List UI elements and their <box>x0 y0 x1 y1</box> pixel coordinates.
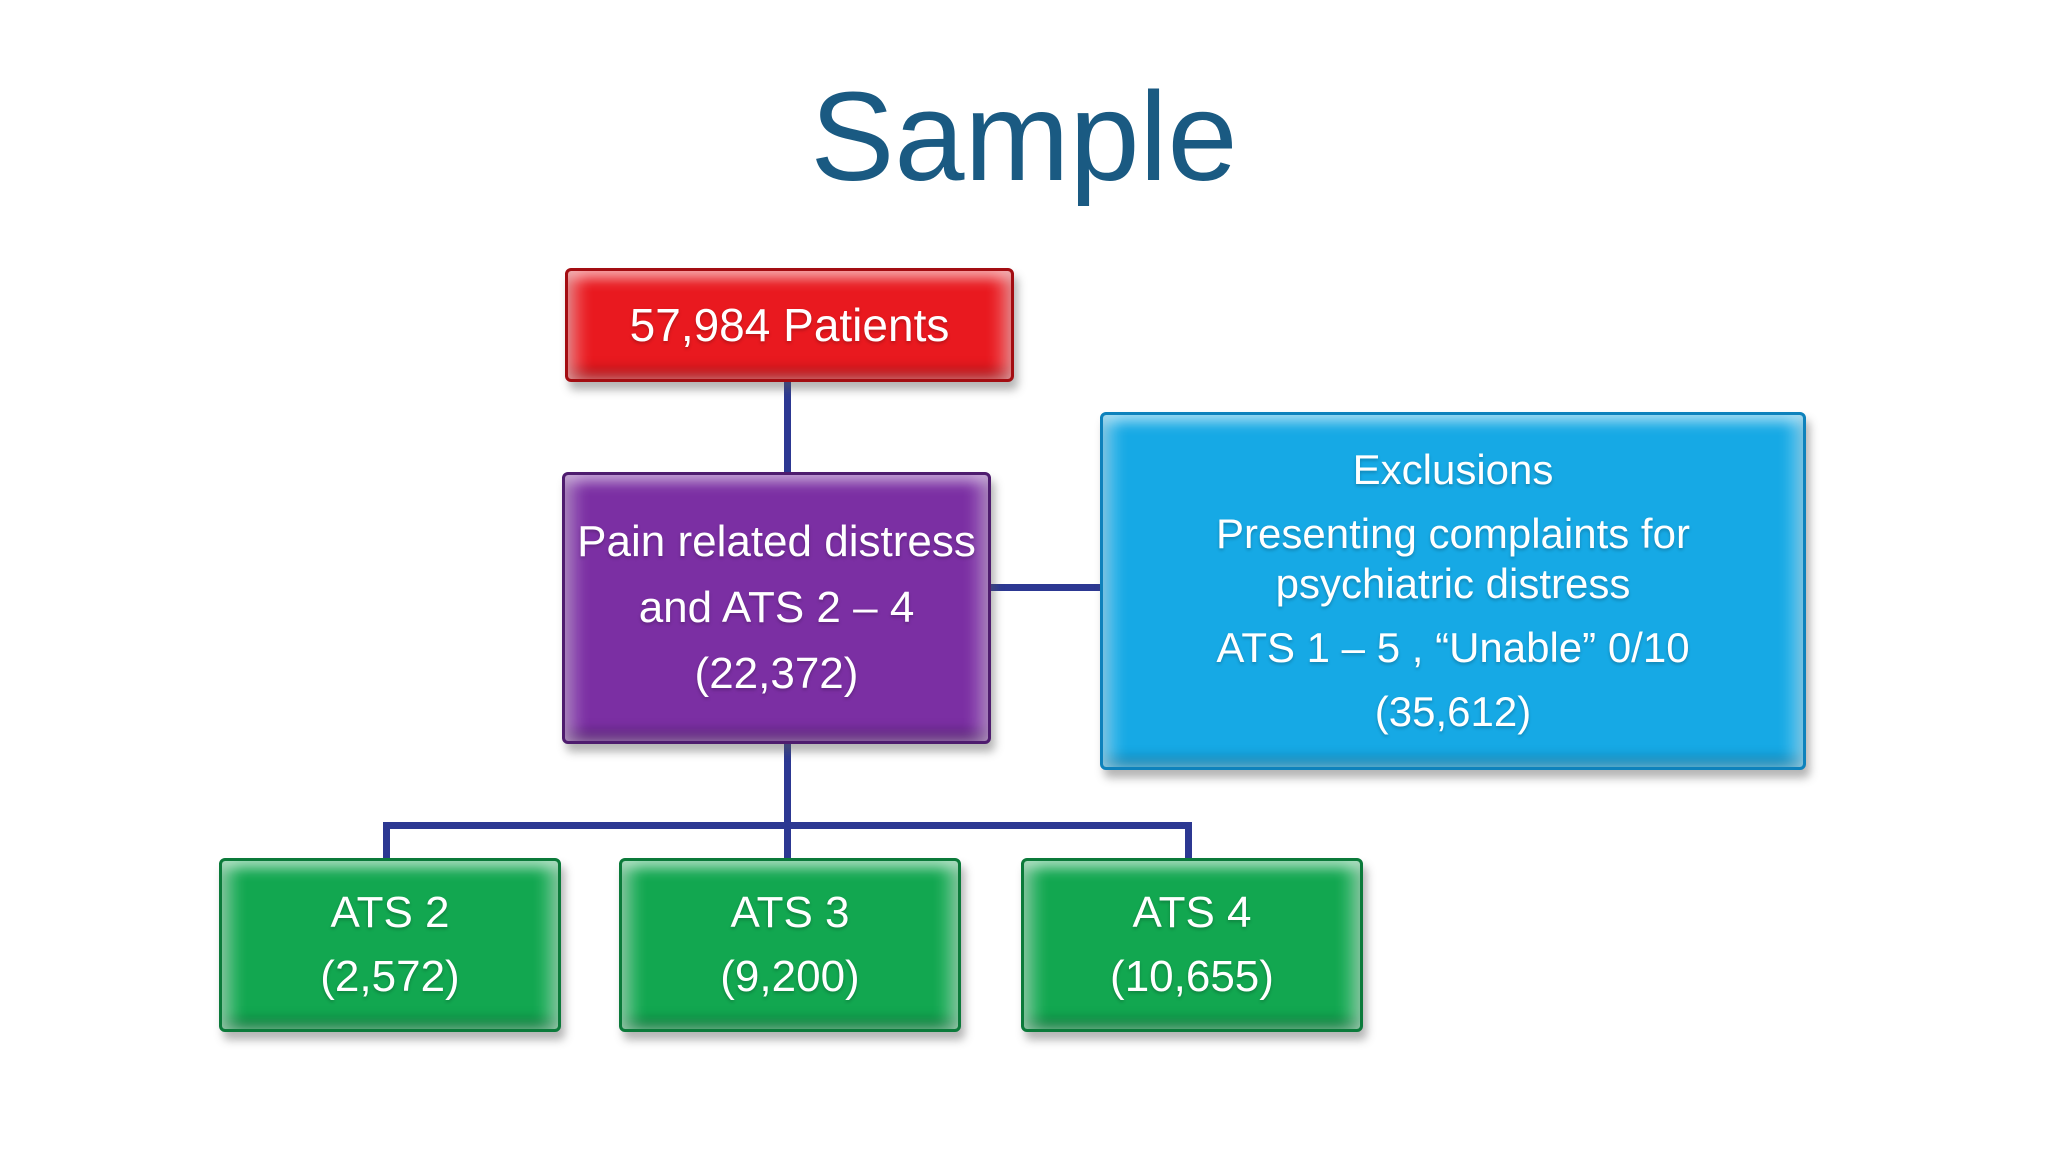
connector-bus-to-ats4 <box>1185 822 1192 862</box>
node-label-line: ATS 4 <box>1132 888 1252 937</box>
node-ats3: ATS 3 (9,200) <box>619 858 961 1032</box>
node-label-line: (22,372) <box>694 649 859 698</box>
connector-patients-to-pain <box>784 374 791 474</box>
node-label-line: Pain related distress <box>577 517 976 566</box>
node-label-line: and ATS 2 – 4 <box>638 583 915 632</box>
node-ats4: ATS 4 (10,655) <box>1021 858 1363 1032</box>
connector-bus-to-ats2 <box>383 822 390 862</box>
connector-pain-to-bus <box>784 736 791 862</box>
node-label-line: ATS 3 <box>730 888 850 937</box>
node-label-line: (2,572) <box>320 952 460 1001</box>
node-label-line: Exclusions <box>1352 446 1554 493</box>
node-patients: 57,984 Patients <box>565 268 1014 382</box>
node-pain-distress: Pain related distress and ATS 2 – 4 (22,… <box>562 472 991 744</box>
slide-title: Sample <box>810 65 1238 207</box>
node-label-line: ATS 1 – 5 , “Unable” 0/10 <box>1216 624 1690 671</box>
connector-pain-to-exclusions <box>984 584 1102 591</box>
node-ats2: ATS 2 (2,572) <box>219 858 561 1032</box>
connector-bus-horizontal <box>383 822 1192 829</box>
node-label-line: (10,655) <box>1110 952 1274 1001</box>
node-label-line: Presenting complaints for psychiatric di… <box>1216 510 1690 607</box>
node-label-line: ATS 2 <box>330 888 450 937</box>
node-label-line: (9,200) <box>720 952 860 1001</box>
node-label-line: 57,984 Patients <box>629 299 950 351</box>
node-label-line: (35,612) <box>1374 688 1532 735</box>
node-exclusions: Exclusions Presenting complaints for psy… <box>1100 412 1806 770</box>
